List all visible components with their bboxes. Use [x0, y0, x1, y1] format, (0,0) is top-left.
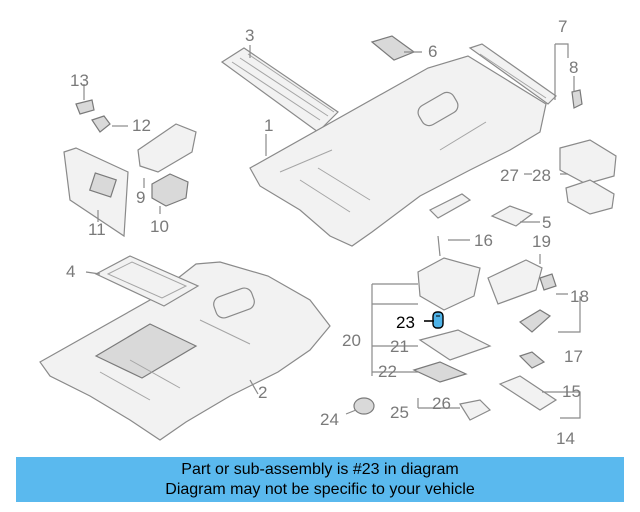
part-18-shape	[518, 273, 557, 333]
part-27-28-shape	[559, 139, 617, 215]
part-22-shape	[412, 361, 468, 383]
label-13: 13	[70, 71, 89, 90]
label-12: 12	[132, 116, 151, 135]
label-22: 22	[378, 362, 397, 381]
label-3: 3	[245, 26, 254, 45]
label-2: 2	[258, 383, 267, 402]
part-24-shape	[353, 397, 375, 415]
label-24: 24	[320, 410, 339, 429]
part-10-shape	[151, 173, 189, 207]
label-19: 19	[532, 232, 551, 251]
label-11: 11	[88, 220, 106, 239]
callout-labels: 1 2 3 4 5 6 7 8 9 10 11 12 13 14 15 16 1…	[66, 17, 589, 448]
part-3-shape	[220, 47, 339, 133]
part-25-26-shape	[459, 399, 492, 421]
part-15-shape	[498, 351, 558, 411]
label-10: 10	[150, 217, 169, 236]
label-18: 18	[570, 287, 589, 306]
label-8: 8	[569, 58, 578, 77]
label-6: 6	[428, 42, 437, 61]
label-15: 15	[562, 382, 581, 401]
label-26: 26	[432, 394, 451, 413]
label-28: 28	[532, 166, 551, 185]
part-21-shape	[418, 329, 492, 361]
label-5: 5	[542, 213, 551, 232]
label-27: 27	[500, 166, 519, 185]
label-21: 21	[390, 337, 409, 356]
part-4-shape	[94, 255, 200, 307]
info-banner: Part or sub-assembly is #23 in diagram D…	[16, 457, 624, 502]
label-17: 17	[564, 347, 583, 366]
part-9-shape	[137, 123, 197, 173]
part-5-shape	[490, 205, 534, 227]
label-4: 4	[66, 262, 75, 281]
part-23-shape	[432, 311, 444, 329]
label-1: 1	[264, 116, 273, 135]
label-25: 25	[390, 403, 409, 422]
part-19-shape	[487, 259, 543, 305]
part-8-shape	[571, 89, 583, 109]
label-7: 7	[558, 17, 567, 36]
part-16-shape	[428, 193, 472, 257]
label-9: 9	[136, 188, 145, 207]
leader-lines	[83, 43, 581, 419]
part-12-shape	[91, 115, 111, 133]
part-7-shape	[468, 43, 557, 105]
part-1-shape	[249, 55, 547, 247]
parts-diagram: 1 2 3 4 5 6 7 8 9 10 11 12 13 14 15 16 1…	[39, 17, 617, 448]
banner-line-2: Diagram may not be specific to your vehi…	[165, 481, 475, 498]
part-13-shape	[75, 99, 95, 115]
part-11-shape	[63, 147, 129, 238]
part-20-shape	[417, 257, 481, 311]
part-6-shape	[370, 35, 416, 61]
part-2-shape	[39, 261, 331, 441]
label-16: 16	[474, 231, 493, 250]
label-14: 14	[556, 429, 575, 448]
label-20: 20	[342, 331, 361, 350]
banner-line-1: Part or sub-assembly is #23 in diagram	[181, 461, 459, 478]
label-23: 23	[396, 313, 415, 332]
